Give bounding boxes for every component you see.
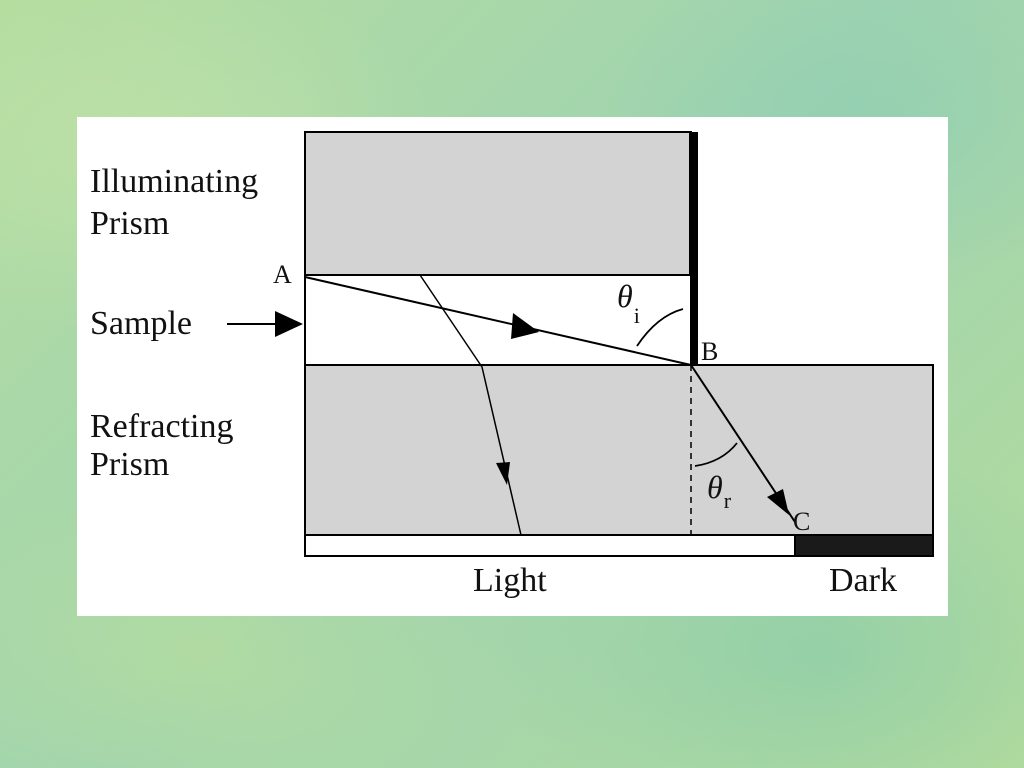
point-label-c: C xyxy=(793,507,810,536)
label-illuminating-line2: Prism xyxy=(90,205,169,242)
diagram-panel: Illuminating Prism Sample Refracting Pri… xyxy=(77,117,948,616)
dark-region xyxy=(794,534,934,557)
theta-incidence: θi xyxy=(617,278,640,328)
angle-arc-incidence xyxy=(636,308,684,347)
label-light: Light xyxy=(473,562,547,599)
label-refracting-line2: Prism xyxy=(90,446,169,483)
theta-refraction: θr xyxy=(707,469,732,513)
refracting-prism xyxy=(304,364,934,536)
sample-pointer-arrow xyxy=(275,311,303,337)
subscript-i: i xyxy=(634,303,640,328)
theta-symbol-r: θ xyxy=(707,469,723,505)
angle-arc-refraction xyxy=(694,442,738,467)
ray-arrow-bc xyxy=(767,489,789,515)
ray-arrow-secondary xyxy=(496,462,510,485)
refractometer-diagram: Illuminating Prism Sample Refracting Pri… xyxy=(90,131,934,599)
label-illuminating-line1: Illuminating xyxy=(90,163,258,200)
theta-symbol-i: θ xyxy=(617,278,633,314)
light-region xyxy=(304,534,796,557)
point-label-b: B xyxy=(701,337,718,366)
label-dark: Dark xyxy=(829,562,897,599)
prism-edge-bar xyxy=(689,132,698,365)
ray-arrow-ab xyxy=(511,313,539,339)
label-refracting-line1: Refracting xyxy=(90,408,234,445)
illuminating-prism xyxy=(304,131,692,276)
point-label-a: A xyxy=(273,260,292,289)
label-sample: Sample xyxy=(90,305,192,342)
ray-secondary xyxy=(419,274,522,536)
subscript-r: r xyxy=(724,488,732,513)
ray-a-to-b xyxy=(304,276,692,366)
